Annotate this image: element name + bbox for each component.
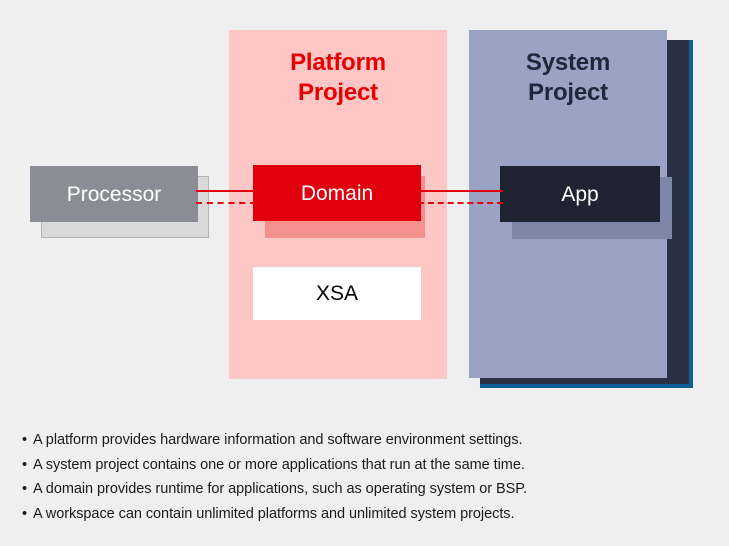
bullet-icon: • — [22, 505, 28, 522]
xsa-label: XSA — [315, 282, 359, 305]
platform-project-title: Platform Project — [229, 48, 447, 108]
connector-processor-domain-solid — [196, 190, 256, 192]
system-project-title: System Project — [469, 48, 667, 108]
list-item: • A platform provides hardware informati… — [22, 428, 712, 453]
domain-box[interactable]: Domain — [253, 165, 421, 221]
bullet-icon: • — [22, 481, 28, 497]
bullet-icon: • — [22, 432, 28, 448]
platform-title-line-1: Platform — [290, 49, 386, 76]
list-item: • A system project contains one or more … — [22, 453, 712, 478]
note-text: A domain provides runtime for applicatio… — [33, 481, 528, 497]
processor-box[interactable]: Processor — [30, 166, 198, 222]
notes-list: • A platform provides hardware informati… — [22, 428, 712, 526]
platform-title-line-2: Project — [298, 78, 378, 106]
app-label: App — [561, 182, 599, 206]
connector-processor-domain-dashed — [196, 202, 256, 204]
connector-domain-app-dashed — [418, 202, 503, 204]
bullet-icon: • — [22, 456, 28, 473]
system-title-line-1: System — [525, 49, 611, 76]
note-text: A system project contains one or more ap… — [33, 456, 525, 473]
note-text: A platform provides hardware information… — [33, 432, 523, 448]
processor-label: Processor — [66, 182, 162, 206]
system-title-line-2: Project — [528, 78, 608, 106]
app-box[interactable]: App — [500, 166, 660, 222]
connector-domain-app-solid — [418, 190, 503, 192]
domain-label: Domain — [300, 181, 374, 205]
list-item: • A domain provides runtime for applicat… — [22, 477, 712, 502]
note-text: A workspace can contain unlimited platfo… — [33, 505, 515, 522]
list-item: • A workspace can contain unlimited plat… — [22, 502, 712, 527]
xsa-box[interactable]: XSA — [253, 267, 421, 320]
